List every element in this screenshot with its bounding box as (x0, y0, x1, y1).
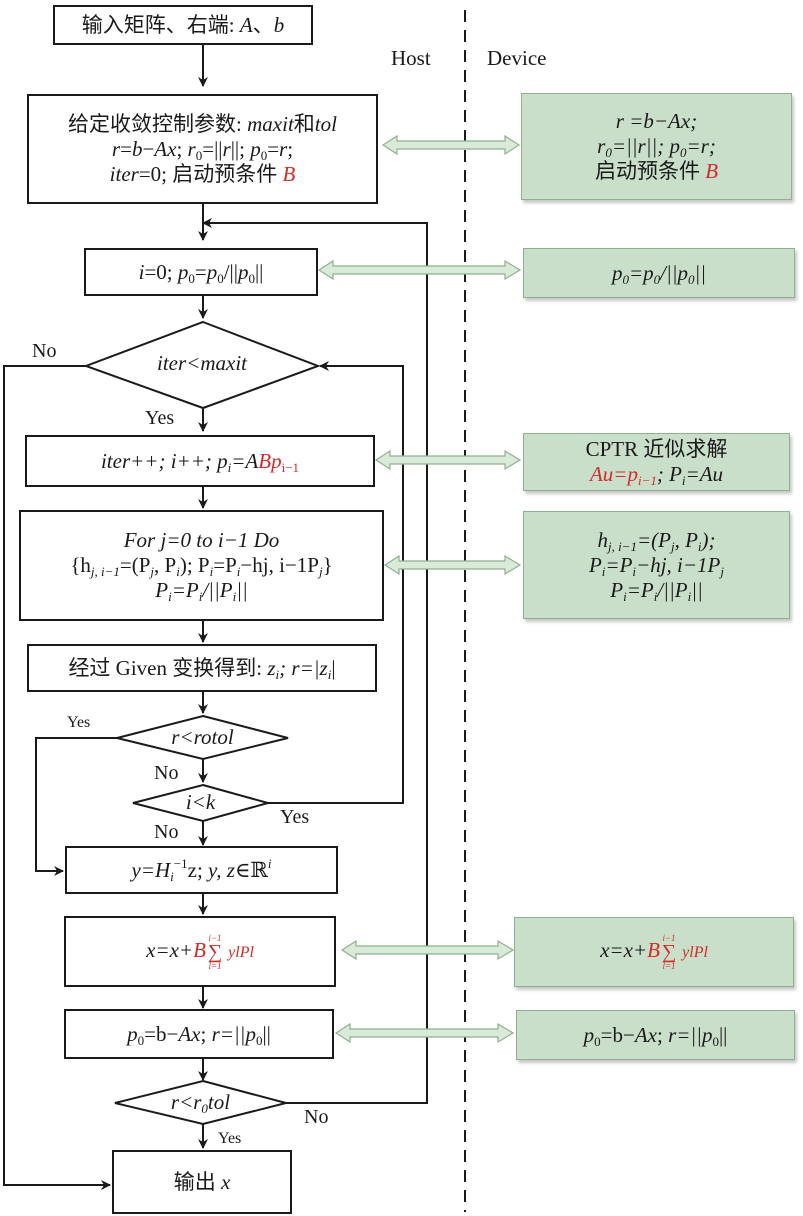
device-gram-schmidt-box: hj, i−1=(Pj, Pi); Pi=Pi−hj, i−1Pj Pi=Pi/… (523, 511, 790, 619)
device-cptr-box: CPTR 近似求解 Au=pi−1; Pi=Au (523, 433, 790, 491)
edge-final-no-loop (202, 218, 428, 1104)
decision-iter-maxit-text: iter<maxit (157, 351, 247, 375)
device-init-box: r =b−Ax; r0=||r||; p0=r; 启动预条件 B (521, 93, 792, 200)
residual-box: p0=b−Ax; r=||p0|| (64, 1009, 334, 1059)
label-iter-no: No (32, 340, 57, 362)
arnoldi-step-box: iter++; i++; pi=ABpi−1 (25, 435, 375, 487)
sync-arrow-normalize (317, 259, 522, 281)
solve-y-box: y=Hi−1z; y, z∈ℝi (65, 846, 338, 894)
decision-r-rotol-text: r<rotol (171, 725, 234, 749)
sync-arrow-init (381, 134, 521, 156)
device-normalize-box: p0=p0/||p0|| (523, 248, 795, 298)
device-residual-box: p0=b−Ax; r=||p0|| (516, 1010, 795, 1060)
device-column-label: Device (487, 46, 547, 70)
label-final-no: No (304, 1106, 329, 1128)
decision-r-r0tol-text: r<r0tol (170, 1090, 231, 1116)
sync-arrow-cptr (374, 449, 522, 471)
sync-arrow-update (340, 939, 515, 961)
output-box: 输出 x (112, 1150, 292, 1214)
label-ik-no: No (154, 821, 179, 843)
sync-arrow-gs (383, 554, 522, 576)
input-box: 输入矩阵、右端: A、b (53, 5, 313, 45)
init-params-box: 给定收敛控制参数: maxit和tol r=b−Ax; r0=||r||; p0… (27, 94, 378, 204)
host-column-label: Host (391, 46, 431, 70)
label-final-yes: Yes (218, 1130, 242, 1147)
edge-rtol-yes-skip (35, 737, 117, 876)
normalize-box: i=0; p0=p0/||p0|| (84, 248, 318, 296)
label-rtol-no: No (154, 762, 179, 784)
decision-i-k (132, 783, 272, 823)
label-ik-yes: Yes (280, 806, 310, 828)
decision-r-r0tol (114, 1079, 290, 1126)
summation-symbol: i−1∑l=1 (207, 932, 223, 971)
label-rtol-yes: Yes (67, 714, 91, 731)
edge-iter-no-exit (3, 365, 111, 1190)
decision-iter-maxit (83, 320, 321, 410)
edge-ik-yes-loop (268, 361, 404, 804)
sync-arrow-residual (334, 1022, 515, 1044)
gram-schmidt-box: For j=0 to i−1 Do {hj, i−1=(Pj, Pi); Pi=… (19, 510, 384, 621)
decision-r-rotol (116, 714, 289, 761)
sync-arrows (317, 134, 522, 1044)
summation-symbol: i−1∑l=1 (661, 933, 677, 971)
decision-i-k-text: i<k (185, 790, 216, 814)
label-iter-yes: Yes (145, 407, 175, 429)
givens-box: 经过 Given 变换得到: zi; r=|zi| (27, 644, 377, 692)
